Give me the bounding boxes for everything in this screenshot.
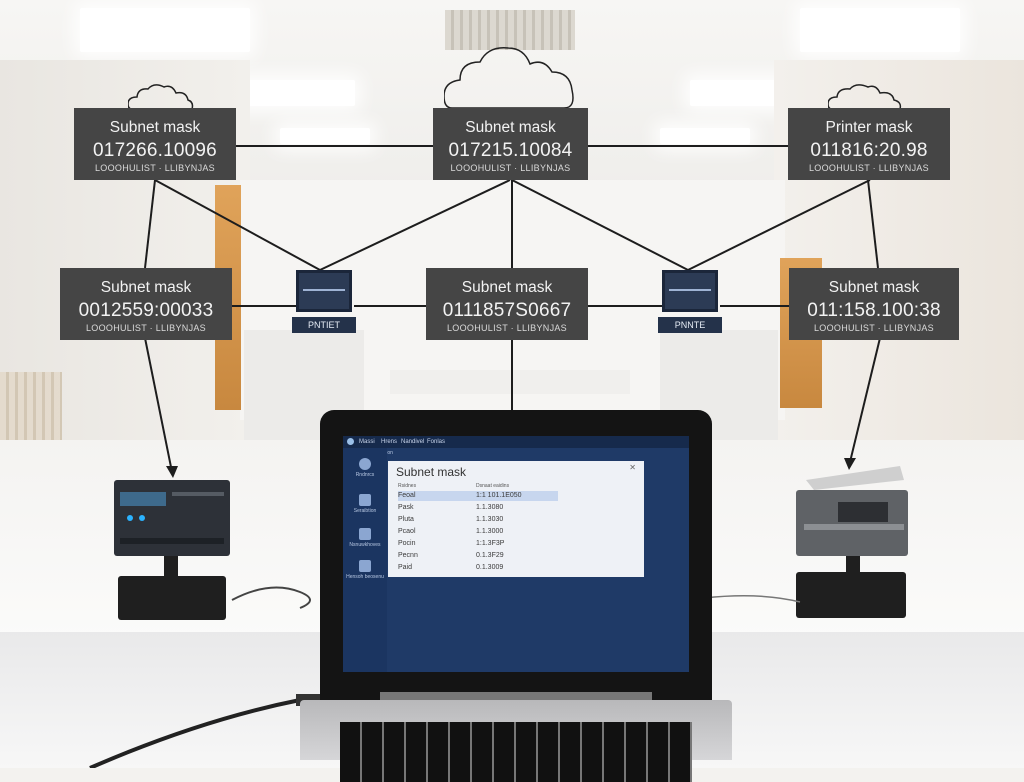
node-title: Printer mask	[825, 119, 913, 136]
column-header: Rsidnes	[398, 483, 417, 489]
node-subtitle: LOOOHULIST · LLIBYNJAS	[86, 323, 206, 333]
ceiling-light	[235, 80, 355, 106]
ceiling-light	[280, 128, 370, 144]
node-subtitle: LOOOHULIST · LLIBYNJAS	[450, 163, 571, 173]
screen-tab[interactable]: Massi	[359, 439, 375, 445]
app-logo-icon	[347, 438, 354, 445]
table-row[interactable]: Pocin 1:1.3F3P	[398, 539, 558, 549]
node-subtitle: LOOOHULIST · LLIBYNJAS	[447, 323, 567, 333]
row-value: 0.1.3009	[476, 564, 504, 571]
sidebar-label[interactable]: Rndnrcs	[355, 472, 375, 478]
sidebar-globe-icon[interactable]	[359, 458, 371, 470]
node-subtitle: LOOOHULIST · LLIBYNJAS	[814, 323, 934, 333]
node-title: Subnet mask	[100, 279, 192, 296]
sidebar-network-icon[interactable]	[359, 528, 371, 540]
laptop: Massi Hrens Nandivel Fonlas > Nlbnatsion…	[300, 410, 732, 782]
row-value: 1.1.3080	[476, 504, 504, 511]
printer-device	[796, 466, 908, 618]
table-row[interactable]: Pluta 1.1.3030	[398, 515, 558, 525]
bench	[390, 370, 630, 394]
node-title: Subnet mask	[461, 279, 553, 296]
node-value: 017215.10084	[448, 140, 573, 161]
network-node-mid-right: Subnet mask 011:158.100:38 LOOOHULIST · …	[789, 268, 959, 340]
close-icon[interactable]: ✕	[629, 463, 636, 472]
row-name: Pluta	[398, 516, 414, 523]
network-node-top-left: Subnet mask 017266.10096 LOOOHULIST · LL…	[74, 108, 236, 180]
row-value: 1:1 101.1E050	[476, 492, 522, 499]
network-node-mid-center: Subnet mask 0111857S0667 LOOOHULIST · LL…	[426, 268, 588, 340]
row-name: Pecnn	[398, 552, 418, 559]
screen-sidebar: Rndnrcs Seraibtion Nsnuwkhoves Hensoh be…	[343, 448, 387, 672]
row-name: Pocin	[398, 540, 416, 547]
router-device	[114, 480, 230, 620]
ceiling-light	[80, 8, 250, 52]
table-row[interactable]: Feoal 1:1 101.1E050	[398, 491, 558, 501]
ceiling-light	[660, 128, 750, 144]
node-value: 0012559:00033	[78, 300, 214, 321]
network-switch-right: PNNTE	[658, 270, 722, 336]
ceiling-light	[800, 8, 960, 52]
node-value: 011816:20.98	[810, 140, 928, 161]
sidebar-label[interactable]: Nsnuwkhoves	[349, 542, 381, 548]
ceiling-vent	[445, 10, 575, 50]
table-row[interactable]: Pask 1.1.3080	[398, 503, 558, 513]
table-row[interactable]: Pcaol 1.1.3000	[398, 527, 558, 537]
row-name: Feoal	[398, 492, 416, 499]
dialog-title: Subnet mask	[396, 465, 467, 479]
switch-icon	[662, 270, 718, 312]
screen-tab[interactable]: Fonlas	[427, 439, 446, 445]
sidebar-label[interactable]: Hensoh beosenu	[346, 574, 384, 580]
switch-icon	[296, 270, 352, 312]
row-value: 1:1.3F3P	[476, 540, 505, 547]
network-node-top-right: Printer mask 011816:20.98 LOOOHULIST · L…	[788, 108, 950, 180]
sidebar-label[interactable]: Seraibtion	[353, 508, 377, 514]
row-value: 0.1.3F29	[476, 552, 504, 559]
row-value: 1.1.3000	[476, 528, 504, 535]
cloud-icon	[828, 84, 902, 110]
table-row[interactable]: Pecnn 0.1.3F29	[398, 551, 558, 561]
sidebar-grid-icon[interactable]	[359, 494, 371, 506]
screen-tab[interactable]: Nandivel	[401, 439, 425, 445]
node-value: 0111857S0667	[442, 300, 572, 321]
node-subtitle: LOOOHULIST · LLIBYNJAS	[809, 163, 929, 173]
table-row[interactable]: Paid 0.1.3009	[398, 563, 558, 573]
laptop-screen: Massi Hrens Nandivel Fonlas > Nlbnatsion…	[343, 436, 689, 672]
screen-menubar: Massi Hrens Nandivel Fonlas	[343, 436, 689, 448]
node-title: Subnet mask	[465, 119, 556, 136]
sidebar-settings-icon[interactable]	[359, 560, 371, 572]
row-name: Pask	[398, 504, 414, 511]
node-subtitle: LOOOHULIST · LLIBYNJAS	[95, 163, 215, 173]
row-name: Pcaol	[398, 528, 416, 535]
laptop-keyboard	[340, 722, 692, 782]
screen-tab[interactable]: Hrens	[381, 439, 398, 445]
row-name: Paid	[398, 564, 413, 571]
switch-label: PNTIET	[292, 317, 356, 333]
node-value: 017266.10096	[93, 140, 217, 161]
switch-label: PNNTE	[658, 317, 722, 333]
network-node-top-center: Subnet mask 017215.10084 LOOOHULIST · LL…	[433, 108, 588, 180]
node-value: 011:158.100:38	[807, 300, 941, 321]
laptop-hinge	[380, 692, 652, 702]
network-switch-left: PNTIET	[292, 270, 356, 336]
cloud-icon	[128, 84, 194, 110]
radiator	[0, 372, 62, 442]
row-value: 1.1.3030	[476, 516, 504, 523]
subnet-mask-dialog: Subnet mask ✕ Rsidnes Dsnaat eaidins Feo…	[388, 461, 644, 577]
network-node-mid-left: Subnet mask 0012559:00033 LOOOHULIST · L…	[60, 268, 232, 340]
node-title: Subnet mask	[828, 279, 920, 296]
cloud-icon	[444, 47, 574, 109]
node-title: Subnet mask	[109, 119, 201, 136]
column-header: Dsnaat eaidins	[476, 483, 510, 489]
